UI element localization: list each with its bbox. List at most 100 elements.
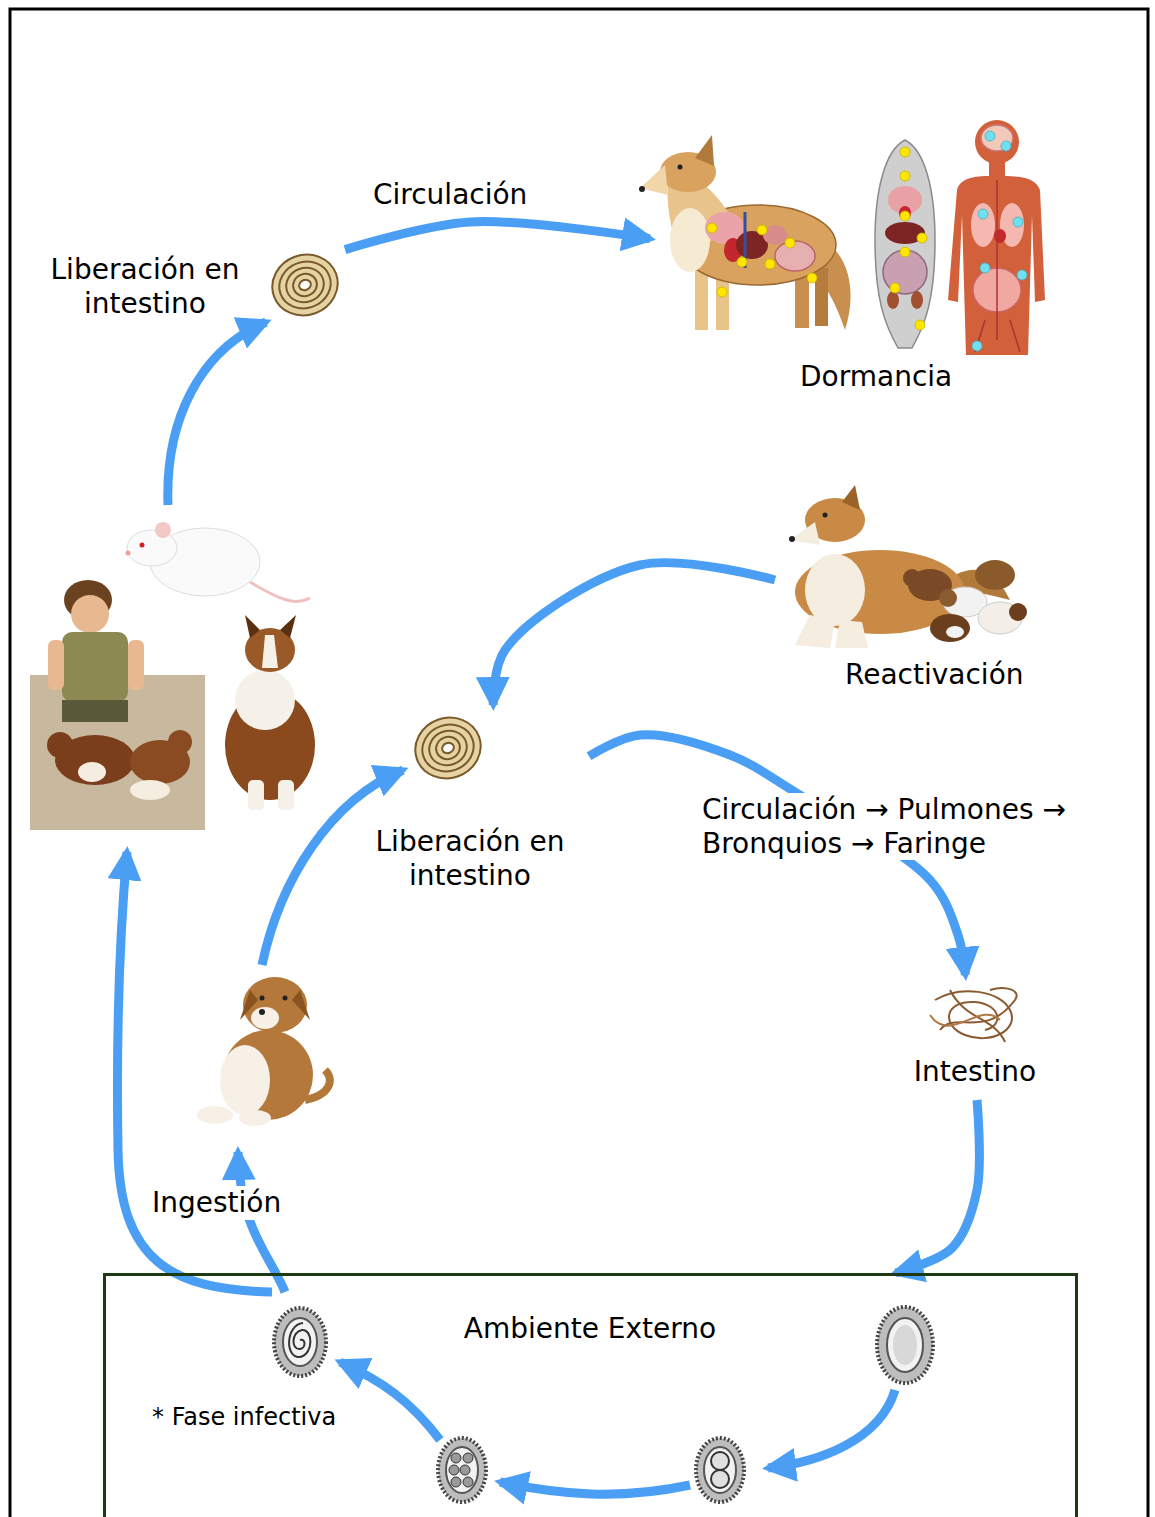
paratenic-hosts-figure bbox=[62, 632, 128, 702]
dog-anatomy-figure bbox=[765, 259, 775, 269]
dog-anatomy-figure bbox=[670, 208, 710, 272]
adult-worm-figure bbox=[930, 1015, 1000, 1026]
dog-anatomy-figure bbox=[640, 165, 668, 195]
dormancy-figure: Dormancia bbox=[650, 115, 1050, 400]
paratenic-hosts-figure bbox=[30, 522, 315, 830]
nursing-dog-figure bbox=[939, 589, 957, 607]
human-anatomy-figure bbox=[994, 229, 1006, 243]
rodent-anatomy-figure bbox=[900, 211, 910, 221]
dog-anatomy-figure bbox=[775, 241, 815, 271]
nursing-dog-figure bbox=[975, 560, 1015, 590]
larva-coil bbox=[424, 726, 471, 771]
human-anatomy-figure bbox=[1013, 217, 1023, 227]
nursing-dog-figure bbox=[789, 485, 1027, 648]
edge-label-anchor: Circulación bbox=[371, 178, 551, 212]
egg-morula bbox=[438, 1438, 486, 1502]
egg-two-cell bbox=[696, 1438, 744, 1502]
human-anatomy-figure bbox=[972, 131, 1027, 351]
paratenic-hosts-figure bbox=[62, 700, 128, 722]
stage-label: Reactivación bbox=[845, 658, 1040, 692]
egg-unembryonated bbox=[877, 1307, 933, 1383]
puppy-figure bbox=[197, 977, 330, 1126]
label-anchor: Ingestión bbox=[150, 1186, 283, 1220]
egg-unembryonated bbox=[887, 1318, 923, 1372]
larva-coil bbox=[264, 246, 347, 325]
rodent-anatomy-figure bbox=[900, 247, 910, 257]
paratenic-hosts-figure bbox=[278, 780, 294, 810]
puppy-figure bbox=[239, 1110, 271, 1126]
rodent-anatomy-figure bbox=[890, 147, 927, 330]
human-anatomy-figure bbox=[972, 341, 982, 351]
larva-coil bbox=[441, 741, 456, 755]
rodent-anatomy-figure bbox=[875, 140, 935, 348]
cycle-arrow bbox=[345, 222, 650, 250]
edge-label: Circulación bbox=[371, 178, 551, 212]
egg-morula bbox=[449, 1465, 459, 1475]
stage-label: Ambiente Externo bbox=[106, 1312, 1074, 1346]
human-anatomy-figure bbox=[978, 209, 988, 219]
dog-anatomy-figure bbox=[757, 225, 767, 235]
infective-egg-stage: * Fase infectiva bbox=[150, 1295, 386, 1445]
cycle-arrow bbox=[117, 852, 272, 1292]
puppy-figure bbox=[251, 1007, 279, 1029]
paratenic-hosts-figure bbox=[48, 640, 64, 690]
dog-anatomy-figure bbox=[678, 165, 683, 170]
dog-anatomy-figure bbox=[639, 135, 851, 330]
rodent-anatomy-figure bbox=[900, 171, 910, 181]
rodent-anatomy-figure bbox=[900, 147, 910, 157]
human-anatomy-figure bbox=[975, 180, 1020, 352]
dog-anatomy-figure bbox=[707, 223, 717, 233]
rodent-anatomy-figure bbox=[915, 320, 925, 330]
paratenic-hosts-figure bbox=[47, 732, 73, 758]
larva-coil bbox=[407, 709, 490, 788]
rodent-anatomy-figure bbox=[890, 283, 900, 293]
rodent-anatomy-figure bbox=[917, 233, 927, 243]
cycle-arrow bbox=[168, 322, 266, 505]
rodent-anatomy-figure bbox=[887, 291, 899, 309]
egg-two-cell bbox=[704, 1447, 736, 1493]
egg-unembryonated bbox=[893, 1325, 917, 1365]
rodent-anatomy-figure bbox=[875, 140, 935, 348]
dog-anatomy-figure bbox=[639, 186, 645, 192]
stage-label: Dormancia bbox=[800, 360, 970, 394]
human-anatomy-figure bbox=[985, 131, 995, 141]
cycle-arrow bbox=[896, 1100, 980, 1273]
stage-label: Liberación en intestino bbox=[355, 825, 585, 892]
paratenic-hosts-figure bbox=[140, 543, 145, 548]
adult-worm-stage: Intestino bbox=[895, 975, 1059, 1100]
puppy-figure bbox=[197, 1106, 233, 1124]
stage-label: Liberación en intestino bbox=[30, 253, 260, 320]
puppy-figure bbox=[260, 996, 265, 1001]
human-anatomy-figure bbox=[971, 203, 995, 247]
cycle-arrow bbox=[262, 770, 403, 965]
puppy-figure bbox=[220, 1045, 270, 1115]
nursing-dog-figure bbox=[795, 615, 835, 648]
environment-box: Ambiente Externo* Fase infectiva bbox=[103, 1273, 1078, 1517]
egg-two-cell bbox=[711, 1470, 729, 1488]
egg-morula bbox=[451, 1477, 461, 1487]
dog-anatomy-figure bbox=[785, 238, 795, 248]
edge-label-anchor: Circulación → Pulmones → Bronquios → Far… bbox=[700, 793, 1120, 860]
larva-coil bbox=[407, 709, 490, 788]
nursing-dog-figure bbox=[946, 626, 964, 638]
human-anatomy-figure bbox=[948, 176, 1045, 355]
egg-morula bbox=[463, 1453, 473, 1463]
larva-stage: Liberación en intestino bbox=[355, 705, 589, 905]
nursing-dog-figure bbox=[805, 554, 865, 626]
human-anatomy-figure bbox=[1001, 141, 1011, 151]
cycle-arrow bbox=[768, 1390, 895, 1468]
dog-anatomy-figure bbox=[695, 270, 708, 330]
larva-coil bbox=[273, 254, 338, 315]
paratenic-hosts-figure bbox=[155, 522, 171, 538]
paratenic-hosts-figure bbox=[130, 780, 170, 800]
dog-anatomy-figure bbox=[717, 287, 727, 297]
rodent-anatomy-figure bbox=[899, 206, 911, 220]
egg-infective bbox=[274, 1308, 326, 1376]
dog-anatomy-figure bbox=[737, 257, 747, 267]
paratenic-hosts-figure bbox=[127, 530, 177, 566]
egg-infective bbox=[289, 1323, 310, 1357]
reactivation-figure: Reactivación bbox=[775, 480, 1044, 710]
egg-infective bbox=[283, 1318, 317, 1366]
nursing-dog-figure bbox=[842, 485, 860, 510]
